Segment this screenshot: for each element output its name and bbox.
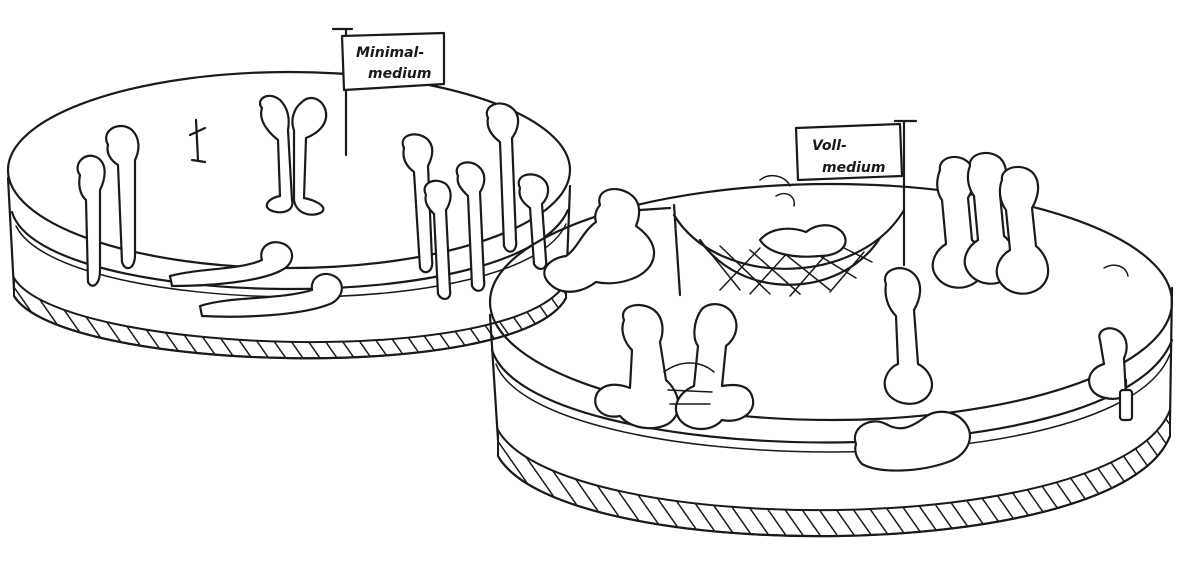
petri-dish-full [488, 182, 1174, 538]
plump-bacteria-group [543, 151, 1134, 472]
sign-voll-line1: Voll- [812, 138, 847, 154]
sign-voll-medium: Voll- medium [794, 119, 918, 267]
petri-dish-minimal [6, 70, 572, 360]
hammock [672, 203, 906, 297]
dish-base-hatch-right [497, 409, 1171, 538]
thin-bacteria-group [76, 94, 550, 318]
sign-minimal-medium: Minimal- medium [331, 27, 446, 157]
sign-voll-line2: medium [822, 160, 885, 176]
sign-minimal-line2: medium [368, 66, 431, 82]
sign-minimal-line1: Minimal- [356, 45, 424, 61]
